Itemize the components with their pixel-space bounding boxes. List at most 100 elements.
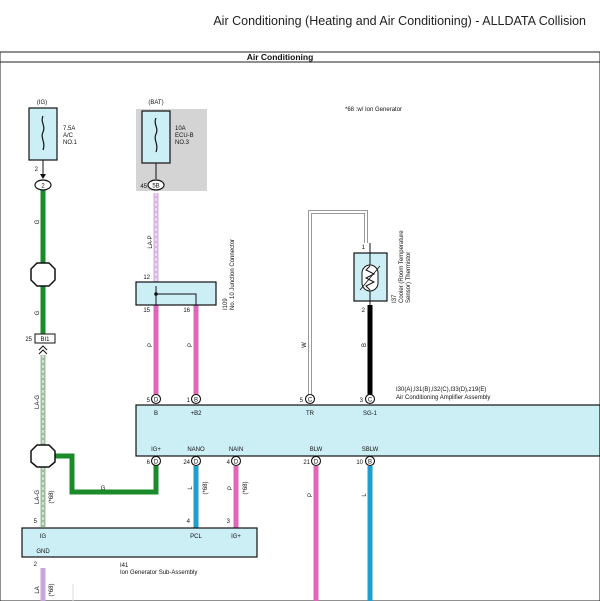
ion-pin-gnd: 2 — [34, 562, 38, 568]
wire-label-la-g2-option: (*68) — [49, 490, 55, 503]
fuse-ig-box — [28, 107, 58, 161]
thermistor-name2: Sensor) Thermistor — [406, 252, 412, 303]
fuse-ig-name2: NO.1 — [63, 140, 78, 146]
svg-text:IG+: IG+ — [151, 447, 161, 453]
svg-text:B: B — [154, 411, 158, 417]
svg-text:C: C — [308, 398, 313, 404]
arrow-down-icon — [40, 174, 46, 179]
connector-bat-label: 5B — [152, 184, 159, 190]
wire-label-la-g2: LA-G — [35, 490, 41, 504]
diagram-title: Air Conditioning — [247, 52, 314, 62]
svg-text:NAIN: NAIN — [229, 447, 243, 453]
wire-label-w: W — [302, 342, 308, 348]
ion-label-gnd: GND — [36, 549, 50, 555]
wire-label-p1: P — [148, 343, 154, 347]
fuse-bat-pin: 45 — [140, 184, 147, 190]
document-header: Air Conditioning (Heating and Air Condit… — [213, 14, 586, 28]
ion-generator-note: *68 :w/ Ion Generator — [345, 107, 402, 113]
ion-pin-ig: 5 — [34, 519, 38, 525]
fuse-ig-pin: 2 — [35, 167, 39, 173]
wire-label-g2: G — [35, 310, 41, 315]
chevron-up-icon — [38, 345, 48, 351]
connector-bi1-label: BI1 — [40, 337, 50, 343]
svg-text:B: B — [368, 460, 372, 466]
amp-pin-nano: NANO 24 D — [183, 447, 205, 467]
wire-label-g3: G — [101, 486, 106, 492]
diagram-frame — [0, 51, 600, 601]
fuse-icon — [41, 115, 45, 151]
wire-label-la-p: LA-P — [148, 235, 154, 248]
svg-text:TR: TR — [306, 411, 315, 417]
connector-bi1 — [34, 333, 56, 344]
fuse-bat-rating: 10A — [175, 126, 186, 132]
ion-generator-name: Ion Generator Sub-Assembly — [120, 570, 197, 576]
amplifier-id: I30(A),I31(B),I32(C),I33(D),z19(E) — [396, 387, 486, 393]
chevron-up-icon — [38, 349, 48, 355]
junction-name: No. 10 Junction Connector — [230, 239, 236, 310]
fuse-ig-name1: A/C — [63, 133, 74, 139]
inline-connector-octagon — [30, 262, 56, 287]
fuse-bat-source: (BAT) — [148, 100, 163, 106]
fuse-ig-rating: 7.5A — [63, 126, 75, 132]
wire-label-la-g1: LA-G — [35, 395, 41, 409]
svg-text:D: D — [154, 460, 159, 466]
wire-label-g1: G — [35, 219, 41, 224]
amp-pin-sblw: SBLW 10 B — [356, 447, 379, 467]
wire-label-p3-option: (*68) — [243, 481, 249, 494]
thermistor-pin1: 1 — [362, 245, 366, 251]
svg-text:+B2: +B2 — [191, 411, 203, 417]
ion-generator-id: I41 — [120, 563, 129, 569]
wire-label-b: B — [362, 343, 368, 347]
svg-text:SG-1: SG-1 — [363, 411, 378, 417]
wire-label-l1-option: (*68) — [203, 481, 209, 494]
amplifier-name: Air Conditioning Amplifier Assembly — [396, 395, 490, 401]
junction-id: I109 — [223, 298, 229, 310]
fuse-icon — [154, 117, 158, 153]
wire-w — [308, 210, 368, 395]
wire-label-l1: L — [188, 486, 194, 490]
junction-internal-wire — [155, 286, 197, 305]
splice-octagon — [30, 444, 56, 468]
fuse-ig-source: (IG) — [37, 100, 47, 106]
svg-text:C: C — [368, 398, 373, 404]
thermistor-id: I37 — [392, 294, 398, 303]
svg-text:6: 6 — [147, 460, 151, 466]
svg-text:1: 1 — [187, 398, 191, 404]
amp-pin-nain: NAIN 4 D — [227, 447, 243, 467]
amp-pin-sg1: 3 C SG-1 — [360, 393, 378, 417]
svg-text:D: D — [154, 398, 159, 404]
svg-text:5: 5 — [300, 398, 304, 404]
svg-text:D: D — [194, 460, 199, 466]
amplifier-box — [135, 404, 600, 457]
wire-g-to-amplifier — [53, 453, 159, 495]
ion-pin-igp: 3 — [227, 519, 231, 525]
amp-pin-blw: BLW 21 D — [303, 447, 323, 467]
wire-label-la: LA — [35, 586, 41, 593]
svg-text:5: 5 — [147, 398, 151, 404]
amp-pin-b: 5 D B — [147, 393, 162, 417]
svg-text:21: 21 — [303, 460, 310, 466]
amp-pin-igp: IG+ 6 D — [147, 447, 161, 467]
ion-label-igp: IG+ — [231, 534, 241, 540]
fuse-bat-name2: NO.3 — [175, 140, 190, 146]
connector-ig-label: 2 — [41, 184, 45, 190]
svg-text:4: 4 — [227, 460, 231, 466]
ion-label-pcl: PCL — [190, 534, 202, 540]
svg-text:SBLW: SBLW — [362, 447, 379, 453]
junction-pin-in: 12 — [143, 275, 150, 281]
svg-text:B: B — [194, 398, 198, 404]
thermistor-name1: Cooler (Room Temperature — [399, 230, 405, 303]
thermistor-pin2: 2 — [362, 308, 366, 314]
svg-text:NANO: NANO — [187, 447, 205, 453]
svg-text:3: 3 — [360, 398, 364, 404]
svg-text:D: D — [234, 460, 239, 466]
ion-pin-pcl: 4 — [187, 519, 191, 525]
fuse-bat-name1: ECU-B — [175, 133, 194, 139]
wire-label-p3: P — [228, 486, 234, 490]
amp-pin-tr: 5 C TR — [300, 393, 316, 417]
connector-bi1-pin: 25 — [25, 337, 32, 343]
ion-label-ig: IG — [40, 534, 47, 540]
svg-text:BLW: BLW — [310, 447, 323, 453]
svg-text:24: 24 — [183, 460, 190, 466]
